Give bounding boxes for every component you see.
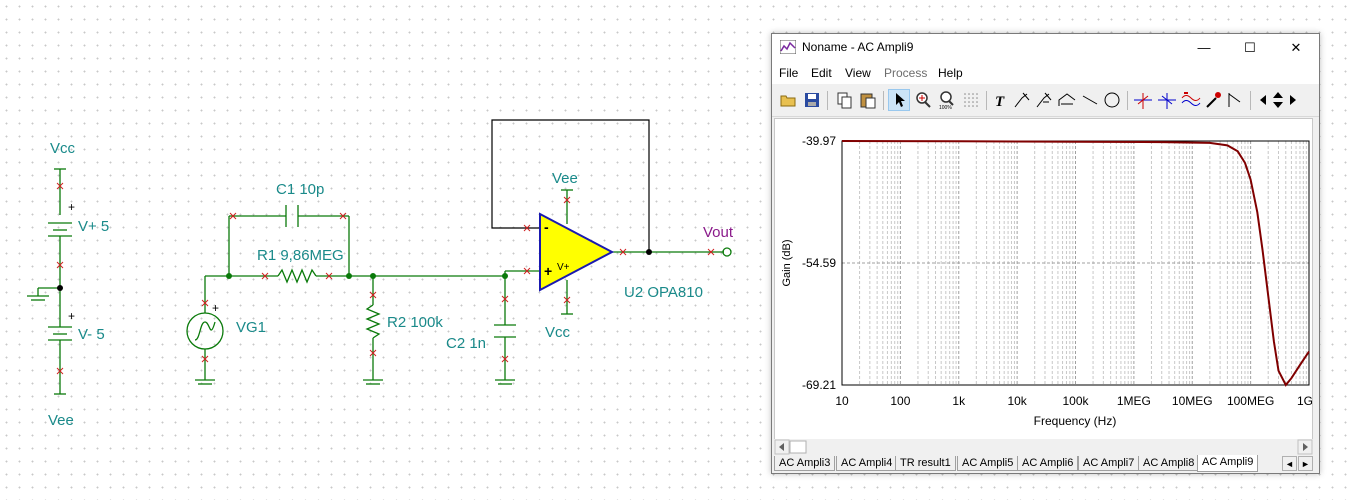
flag-icon[interactable] <box>1225 90 1245 110</box>
marker-a-icon[interactable] <box>1133 90 1153 110</box>
grid-icon[interactable] <box>961 90 981 110</box>
menu-bar: File Edit View Process Help <box>772 62 1319 84</box>
open-icon[interactable] <box>778 90 798 110</box>
input-network[interactable]: + C1 10p R1 9,86MEG VG1 R2 100k C2 1n <box>186 181 540 385</box>
signal-icon[interactable] <box>1181 90 1201 110</box>
line-icon[interactable] <box>1080 90 1100 110</box>
y-tick-label: -54.59 <box>802 256 836 270</box>
u2-label: U2 OPA810 <box>624 284 703 301</box>
menu-edit[interactable]: Edit <box>811 66 832 80</box>
battery-plus-sign: + <box>68 200 75 214</box>
x-tick-label: 10k <box>1007 394 1027 408</box>
opamp-minus: - <box>544 219 549 235</box>
tab-ac-ampli5[interactable]: AC Ampli5 <box>957 456 1019 471</box>
gain-curve <box>841 140 1310 387</box>
maximize-button[interactable]: ☐ <box>1244 40 1256 55</box>
close-button[interactable]: ✕ <box>1290 40 1302 55</box>
vg1-plus-sign: + <box>212 301 219 315</box>
vout-label: Vout <box>703 224 734 241</box>
copy-icon[interactable] <box>834 90 854 110</box>
menu-file[interactable]: File <box>779 66 799 80</box>
x-tick-label: 1k <box>952 394 966 408</box>
c2-label: C2 1n <box>446 335 486 352</box>
x-tick-label: 1G <box>1297 394 1312 408</box>
menu-help[interactable]: Help <box>938 66 963 80</box>
zoom-in-icon[interactable] <box>913 90 933 110</box>
x-tick-label: 1MEG <box>1117 394 1151 408</box>
curve-icon[interactable] <box>1057 90 1077 110</box>
y-tick-label: -39.97 <box>802 134 836 148</box>
opamp-u2[interactable]: - + V+ Vee Vcc Vout U2 OPA810 <box>491 119 734 341</box>
gain-chart[interactable]: 10 100 1k 10k 100k 1MEG 10MEG 100MEG 1G -39.97 -5… <box>775 119 1313 441</box>
x-axis-label: Frequency (Hz) <box>1034 414 1117 428</box>
opamp-vplus: V+ <box>557 262 570 273</box>
svg-text:T: T <box>995 94 1005 110</box>
tabs-scroll-right[interactable]: ► <box>1298 456 1313 471</box>
r1-label: R1 9,86MEG <box>257 247 344 264</box>
x-tick-labels: 10 100 1k 10k 100k 1MEG 10MEG 100MEG 1G <box>835 394 1313 408</box>
marker-b-icon[interactable] <box>1157 90 1177 110</box>
plot-area[interactable]: 10 100 1k 10k 100k 1MEG 10MEG 100MEG 1G -39.97 -5… <box>774 118 1313 442</box>
tab-ac-ampli6[interactable]: AC Ampli6 <box>1017 456 1079 471</box>
power-supply[interactable]: Vcc V+ 5 V- 5 Vee + + <box>27 140 109 429</box>
scroll-up-down-icon[interactable] <box>1270 90 1286 110</box>
horizontal-scrollbar[interactable] <box>774 439 1313 455</box>
minimize-button[interactable]: — <box>1197 40 1211 55</box>
vcc-opamp-label: Vcc <box>545 324 571 341</box>
x-tick-label: 100 <box>890 394 910 408</box>
result-tabs: AC Ampli3 AC Ampli4 TR result1 AC Ampli5… <box>774 455 1319 473</box>
y-tick-label: -69.21 <box>802 378 836 392</box>
tabs-scroll-left[interactable]: ◄ <box>1282 456 1297 471</box>
x-tick-label: 100MEG <box>1227 394 1274 408</box>
battery-plus-sign-2: + <box>68 309 75 323</box>
cursor-b-icon[interactable] <box>1035 90 1055 110</box>
scroll-right-icon[interactable] <box>1286 90 1300 110</box>
y-tick-labels: -39.97 -54.59 -69.21 <box>802 134 836 392</box>
text-icon[interactable]: T <box>991 90 1011 110</box>
vminus-label: V- 5 <box>78 326 105 343</box>
menu-view[interactable]: View <box>845 66 871 80</box>
probe-icon[interactable] <box>1203 90 1223 110</box>
tab-ac-ampli3[interactable]: AC Ampli3 <box>774 456 836 471</box>
ac-analysis-window[interactable]: Noname - AC Ampli9 — ☐ ✕ File Edit View … <box>771 33 1320 474</box>
zoom-100-icon[interactable]: 100% <box>937 90 957 110</box>
toolbar: 100% T <box>772 86 1319 117</box>
y-axis-label: Gain (dB) <box>781 239 793 286</box>
vcc-label: Vcc <box>50 140 76 157</box>
scroll-left-icon[interactable] <box>1256 90 1270 110</box>
title-bar[interactable]: Noname - AC Ampli9 — ☐ ✕ <box>772 34 1319 62</box>
r2-label: R2 100k <box>387 314 443 331</box>
cursor-a-icon[interactable] <box>1013 90 1033 110</box>
x-tick-label: 100k <box>1062 394 1089 408</box>
menu-process[interactable]: Process <box>884 66 928 80</box>
window-title: Noname - AC Ampli9 <box>802 40 914 54</box>
tab-ac-ampli9[interactable]: AC Ampli9 <box>1197 455 1259 472</box>
svg-text:100%: 100% <box>939 105 952 110</box>
tab-ac-ampli8[interactable]: AC Ampli8 <box>1138 456 1200 471</box>
save-icon[interactable] <box>802 90 822 110</box>
ellipse-icon[interactable] <box>1102 90 1122 110</box>
pointer-icon[interactable] <box>888 89 910 111</box>
vplus-label: V+ 5 <box>78 218 109 235</box>
app-icon <box>780 40 796 54</box>
paste-icon[interactable] <box>858 90 878 110</box>
x-tick-label: 10MEG <box>1172 394 1213 408</box>
vg1-label: VG1 <box>236 319 266 336</box>
opamp-plus: + <box>544 263 552 279</box>
tab-ac-ampli4[interactable]: AC Ampli4 <box>836 456 898 471</box>
x-tick-label: 10 <box>835 394 849 408</box>
vee-opamp-label: Vee <box>552 170 578 187</box>
grid-lines <box>841 140 1309 386</box>
tab-ac-ampli7[interactable]: AC Ampli7 <box>1078 456 1140 471</box>
schematic-canvas[interactable]: Vcc V+ 5 V- 5 Vee + + + <box>0 0 770 500</box>
tab-tr-result1[interactable]: TR result1 <box>895 456 956 471</box>
vee-label: Vee <box>48 412 74 429</box>
c1-label: C1 10p <box>276 181 324 198</box>
